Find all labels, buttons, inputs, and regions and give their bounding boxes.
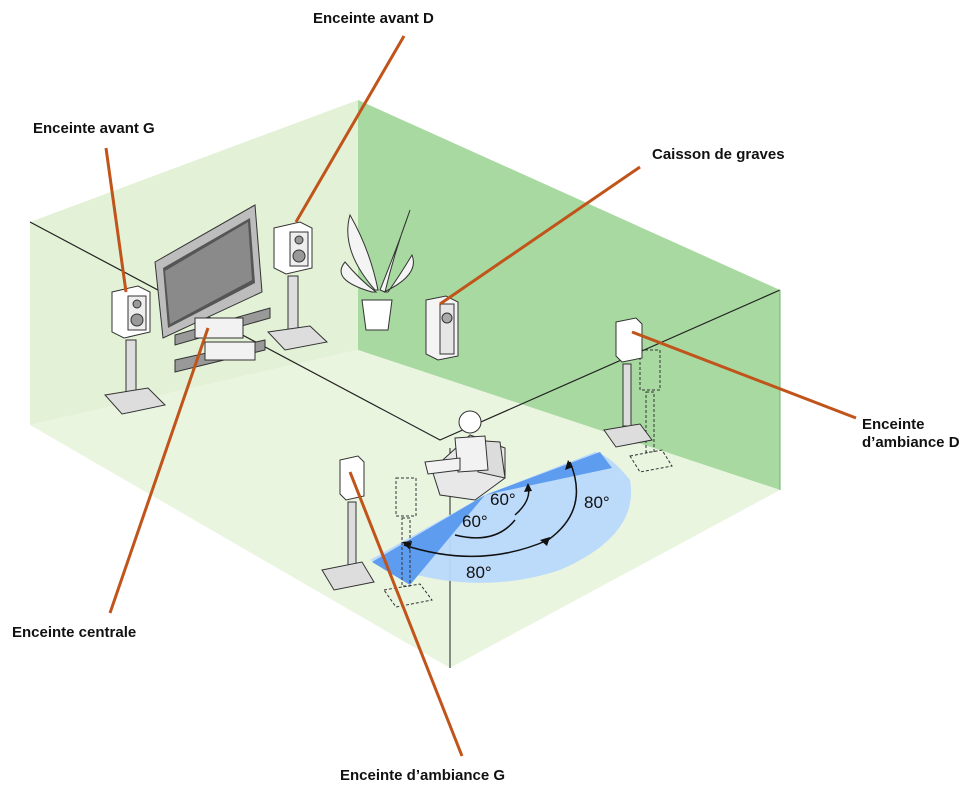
speaker-front-left: [104, 285, 167, 415]
floor: [30, 350, 780, 668]
arc-80-left: [403, 539, 549, 558]
leader-lines: [104, 35, 857, 757]
leader-front-left: [104, 147, 128, 293]
arc-60-left: [454, 519, 516, 539]
listener-armchair: [424, 410, 506, 501]
leader-surround-right: [631, 330, 857, 420]
angle-label-80-right: 80°: [584, 493, 610, 512]
subwoofer: [425, 295, 459, 361]
label-center: Enceinte centrale: [12, 624, 137, 641]
room: [29, 100, 781, 668]
label-subwoofer: Caisson de graves: [652, 146, 785, 163]
plant: [340, 209, 414, 331]
label-surround-left: Enceinte d’ambiance G: [340, 767, 506, 784]
right-wall: [358, 100, 780, 490]
speaker-front-right: [266, 221, 329, 351]
label-front-right: Enceinte avant D: [313, 10, 434, 27]
label-surround-right-line2: d’ambiance D: [862, 434, 960, 451]
leader-center: [108, 327, 210, 614]
listening-zone: 60° 60° 80° 80°: [370, 452, 632, 585]
speaker-surround-right: [603, 317, 673, 473]
angle-label-80-left: 80°: [466, 563, 492, 582]
leader-front-right: [294, 35, 406, 223]
angle-label-60-right: 60°: [490, 490, 516, 509]
arc-80-right: [547, 461, 578, 541]
zone-inner-left: [372, 495, 485, 585]
zone-inner-right: [485, 452, 612, 495]
television: [154, 204, 271, 373]
angle-label-60-left: 60°: [462, 512, 488, 531]
label-front-left: Enceinte avant G: [33, 120, 155, 137]
leader-subwoofer: [439, 165, 641, 306]
label-surround-right-line1: Enceinte: [862, 416, 925, 433]
leader-surround-left: [348, 471, 464, 757]
label-surround-right: Enceinte d’ambiance D: [862, 416, 960, 452]
